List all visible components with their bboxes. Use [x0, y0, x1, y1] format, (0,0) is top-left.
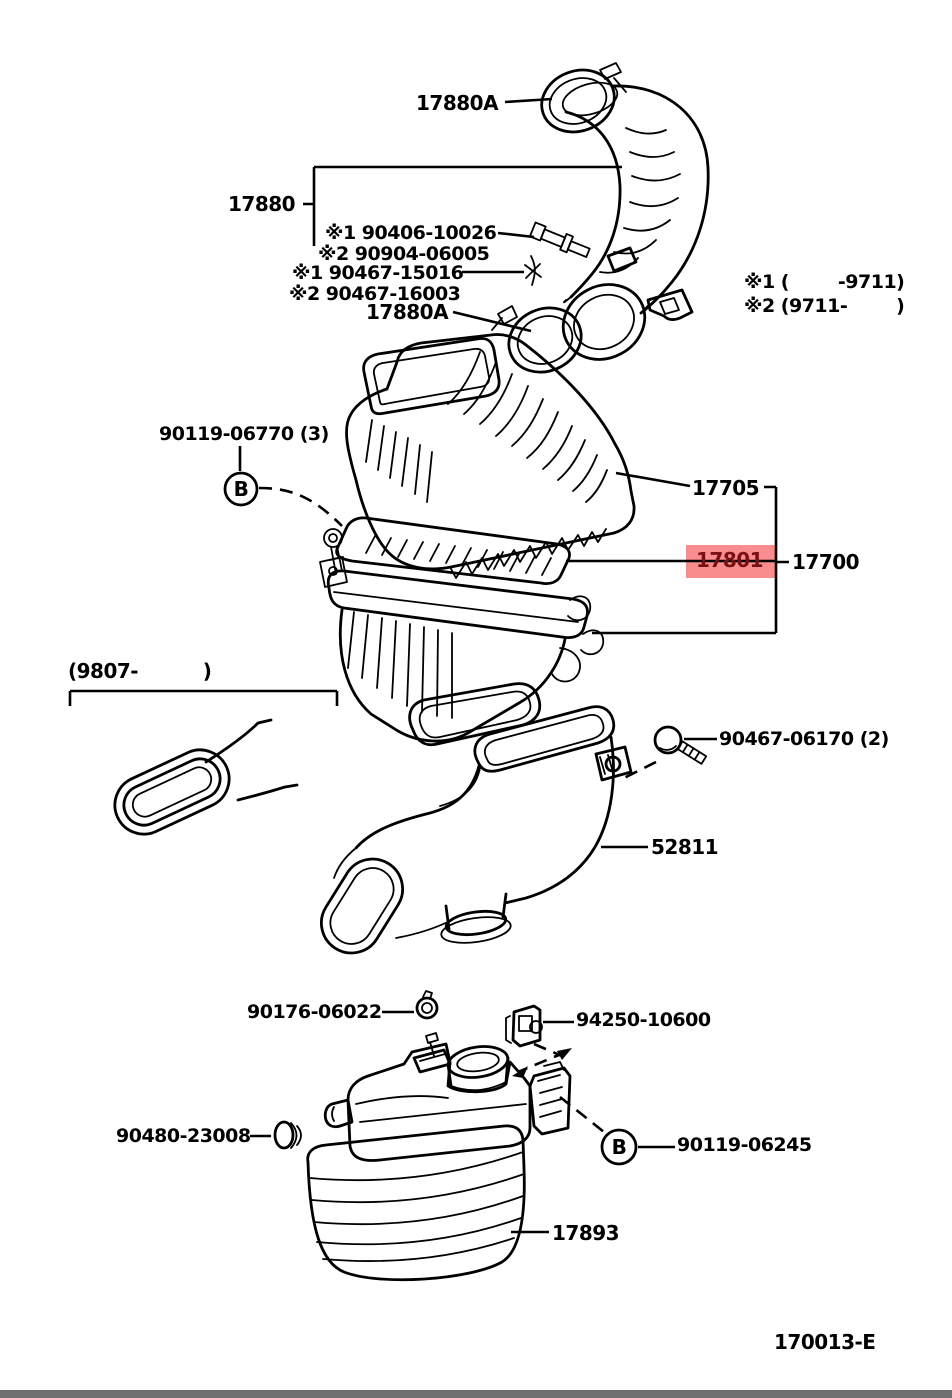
- marker-b1-letter: B: [233, 477, 249, 501]
- label-hose-bolt-v2: ※2 90904-06005: [318, 243, 490, 265]
- stud-bolt-drawing: [529, 221, 591, 258]
- intake-hose-drawing: [561, 81, 710, 361]
- resonator-drawing: [306, 1032, 572, 1282]
- hose-clamp-bottom-drawing: [491, 305, 583, 374]
- label-wing-bolt: 90119-06770 (3): [159, 423, 329, 445]
- wing-bolt-installed-drawing: [323, 528, 344, 575]
- label-inlet-note: (9807- ): [68, 659, 212, 683]
- label-grommet: 90480-23008: [116, 1125, 251, 1147]
- label-filter-element[interactable]: 17801: [696, 548, 764, 572]
- resonator-clamp-drawing: [505, 1004, 543, 1048]
- label-hose-clip-v1: ※1 90467-15016: [292, 262, 464, 284]
- hose-clip-drawing: [524, 255, 542, 286]
- label-cleaner-assy: 17700: [792, 550, 860, 574]
- air-cleaner-cap-drawing: [345, 333, 636, 579]
- label-note-v1: ※1 ( -9711): [744, 271, 905, 293]
- label-resonator-clamp: 94250-10600: [576, 1009, 711, 1031]
- marker-b2-letter: B: [611, 1135, 627, 1159]
- label-resonator-bolt: 90119-06245: [677, 1134, 812, 1156]
- hose-clamp-top-drawing: [540, 62, 627, 134]
- leader-lines: [68, 97, 789, 1234]
- label-air-duct: 52811: [651, 835, 719, 859]
- marker-b1-circle: [223, 471, 259, 507]
- label-resonator: 17893: [552, 1221, 620, 1245]
- marker-b2-circle: [600, 1128, 638, 1166]
- dashed-lines: [258, 486, 657, 1134]
- label-nut: 90176-06022: [247, 1001, 382, 1023]
- grommet-drawing: [273, 1120, 302, 1150]
- label-hose-clamp-bottom: 17880A: [366, 300, 449, 324]
- label-note-v2: ※2 (9711- ): [744, 295, 905, 317]
- air-inlet-drawing: [113, 718, 299, 836]
- label-hose-bolt-v1: ※1 90406-10026: [325, 222, 497, 244]
- bottom-scrollbar-track[interactable]: [0, 1390, 952, 1398]
- air-duct-52811-drawing: [320, 705, 633, 955]
- diagram-code: 170013-E: [774, 1330, 876, 1354]
- label-hose-assy: 17880: [228, 192, 296, 216]
- filter-element-drawing: [335, 516, 571, 585]
- label-hose-clamp-top: 17880A: [416, 91, 499, 115]
- label-hose-clip-v2: ※2 90467-16003: [289, 283, 461, 305]
- duct-bolt-drawing: [653, 725, 708, 765]
- label-duct-bolt: 90467-06170 (2): [719, 728, 889, 750]
- label-cleaner-cap: 17705: [692, 476, 760, 500]
- air-cleaner-case-drawing: [319, 556, 605, 747]
- nut-drawing: [415, 990, 439, 1020]
